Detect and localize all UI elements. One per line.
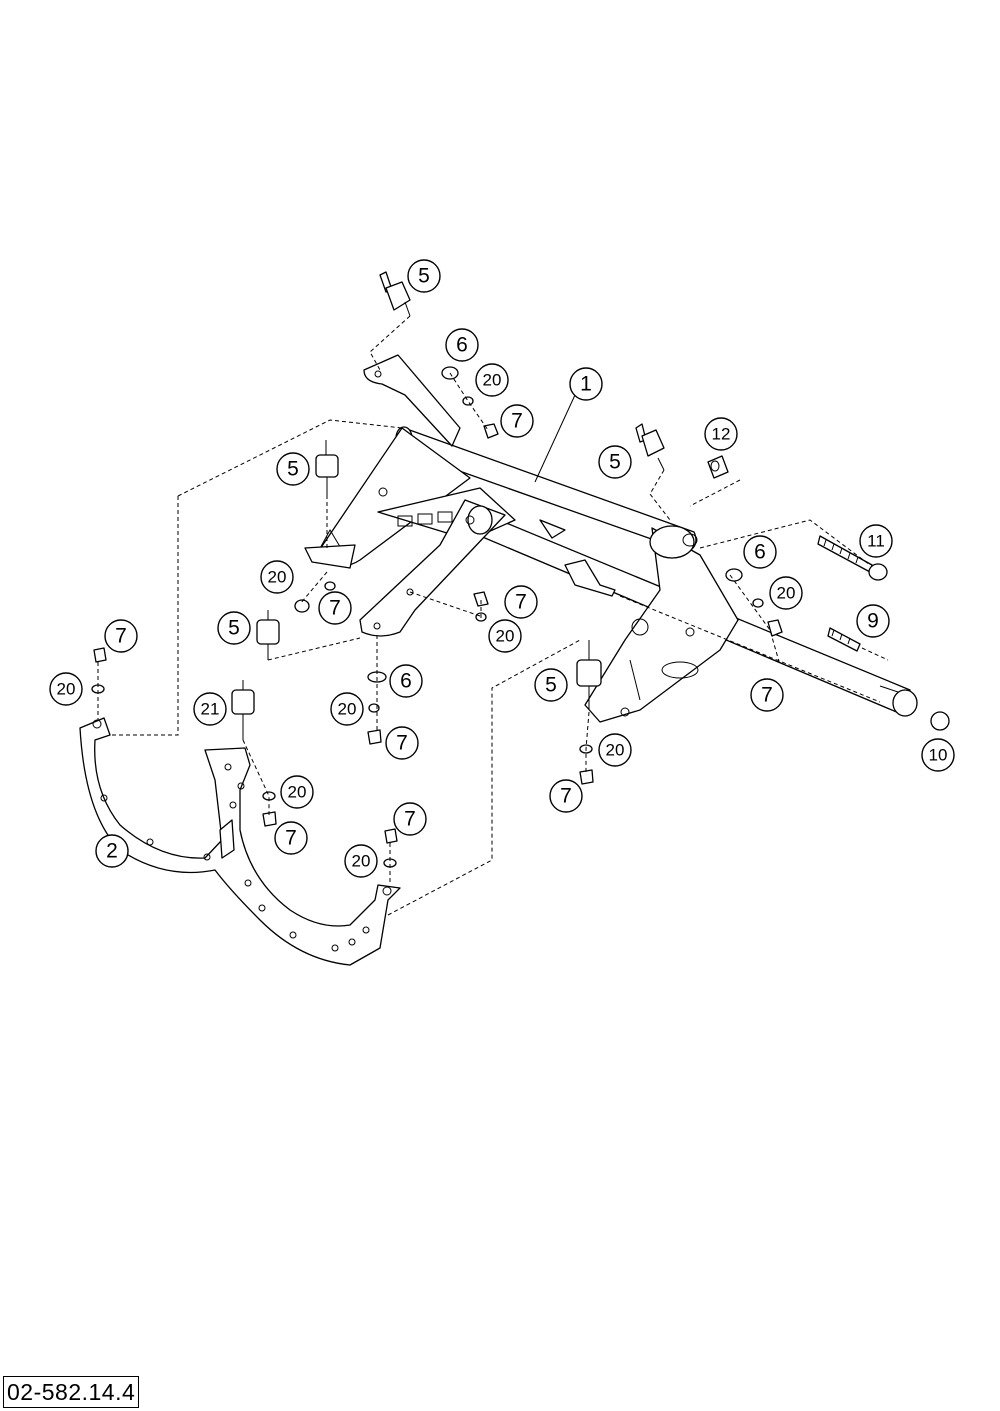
svg-text:9: 9 bbox=[867, 610, 879, 633]
callout-20d: 20 bbox=[49, 672, 83, 706]
callout-7g: 7 bbox=[393, 802, 427, 836]
svg-text:20: 20 bbox=[57, 680, 76, 699]
svg-text:21: 21 bbox=[201, 700, 220, 719]
callout-7b: 7 bbox=[318, 591, 352, 625]
rubber-mount-mid-left bbox=[256, 610, 280, 660]
svg-text:7: 7 bbox=[396, 732, 408, 755]
svg-text:2: 2 bbox=[106, 840, 118, 863]
svg-text:7: 7 bbox=[404, 808, 416, 831]
svg-text:5: 5 bbox=[228, 617, 240, 640]
callout-11: 11 bbox=[859, 524, 893, 558]
callout-7a: 7 bbox=[500, 404, 534, 438]
svg-text:12: 12 bbox=[712, 425, 731, 444]
callout-2: 2 bbox=[95, 834, 129, 868]
svg-text:5: 5 bbox=[418, 265, 430, 288]
svg-text:7: 7 bbox=[560, 785, 572, 808]
assembly-lines bbox=[97, 315, 881, 916]
svg-text:5: 5 bbox=[609, 451, 621, 474]
svg-text:5: 5 bbox=[545, 674, 557, 697]
callout-9: 9 bbox=[856, 604, 890, 638]
callout-7i: 7 bbox=[750, 678, 784, 712]
washers-and-nuts bbox=[91, 366, 783, 868]
svg-text:20: 20 bbox=[288, 783, 307, 802]
callout-20f: 20 bbox=[280, 775, 314, 809]
callout-5b: 5 bbox=[276, 452, 310, 486]
mounting-bracket bbox=[79, 717, 401, 966]
svg-text:6: 6 bbox=[456, 334, 468, 357]
callout-20a: 20 bbox=[475, 363, 509, 397]
spacer-12 bbox=[707, 455, 729, 479]
callout-20i: 20 bbox=[769, 576, 803, 610]
bolt-9 bbox=[827, 627, 889, 661]
callout-7h: 7 bbox=[549, 779, 583, 813]
svg-text:6: 6 bbox=[400, 670, 412, 693]
svg-text:20: 20 bbox=[338, 700, 357, 719]
callout-7e: 7 bbox=[385, 726, 419, 760]
callout-20h: 20 bbox=[598, 733, 632, 767]
svg-text:20: 20 bbox=[777, 584, 796, 603]
svg-text:6: 6 bbox=[754, 541, 766, 564]
callout-20c: 20 bbox=[488, 619, 522, 653]
callout-7f: 7 bbox=[274, 821, 308, 855]
callout-5d: 5 bbox=[598, 445, 632, 479]
callout-12: 12 bbox=[704, 417, 738, 451]
main-frame bbox=[304, 354, 918, 723]
svg-text:7: 7 bbox=[115, 625, 127, 648]
callout-20e: 20 bbox=[330, 692, 364, 726]
callout-20b: 20 bbox=[260, 560, 294, 594]
svg-text:5: 5 bbox=[287, 458, 299, 481]
callout-6c: 6 bbox=[743, 535, 777, 569]
svg-text:20: 20 bbox=[352, 852, 371, 871]
svg-text:7: 7 bbox=[515, 591, 527, 614]
svg-text:7: 7 bbox=[761, 684, 773, 707]
rubber-mount-left bbox=[315, 440, 339, 495]
svg-text:1: 1 bbox=[580, 373, 592, 396]
callout-10: 10 bbox=[921, 738, 955, 772]
svg-text:20: 20 bbox=[606, 741, 625, 760]
callout-7c: 7 bbox=[504, 585, 538, 619]
svg-text:11: 11 bbox=[867, 532, 885, 551]
svg-text:20: 20 bbox=[268, 568, 287, 587]
callout-20g: 20 bbox=[344, 844, 378, 878]
ball-10 bbox=[930, 711, 950, 731]
callout-6b: 6 bbox=[389, 664, 423, 698]
rubber-mount-right bbox=[576, 640, 602, 710]
drawing-number: 02-582.14.4 bbox=[3, 1376, 140, 1408]
callout-21: 21 bbox=[193, 692, 227, 726]
callout-7d: 7 bbox=[104, 619, 138, 653]
svg-text:7: 7 bbox=[285, 827, 297, 850]
callout-6a: 6 bbox=[445, 328, 479, 362]
svg-text:20: 20 bbox=[496, 627, 515, 646]
callout-5e: 5 bbox=[534, 668, 568, 702]
callout-1: 1 bbox=[569, 367, 603, 401]
rubber-mount-bracket bbox=[231, 680, 255, 740]
rubber-mount-right-top bbox=[635, 423, 665, 471]
svg-text:7: 7 bbox=[511, 410, 523, 433]
callout-5a: 5 bbox=[407, 259, 441, 293]
svg-text:10: 10 bbox=[929, 746, 948, 765]
bolt-11 bbox=[817, 535, 888, 581]
rubber-mount-top bbox=[379, 271, 411, 317]
svg-text:7: 7 bbox=[329, 597, 341, 620]
svg-text:20: 20 bbox=[483, 371, 502, 390]
callout-5c: 5 bbox=[217, 611, 251, 645]
